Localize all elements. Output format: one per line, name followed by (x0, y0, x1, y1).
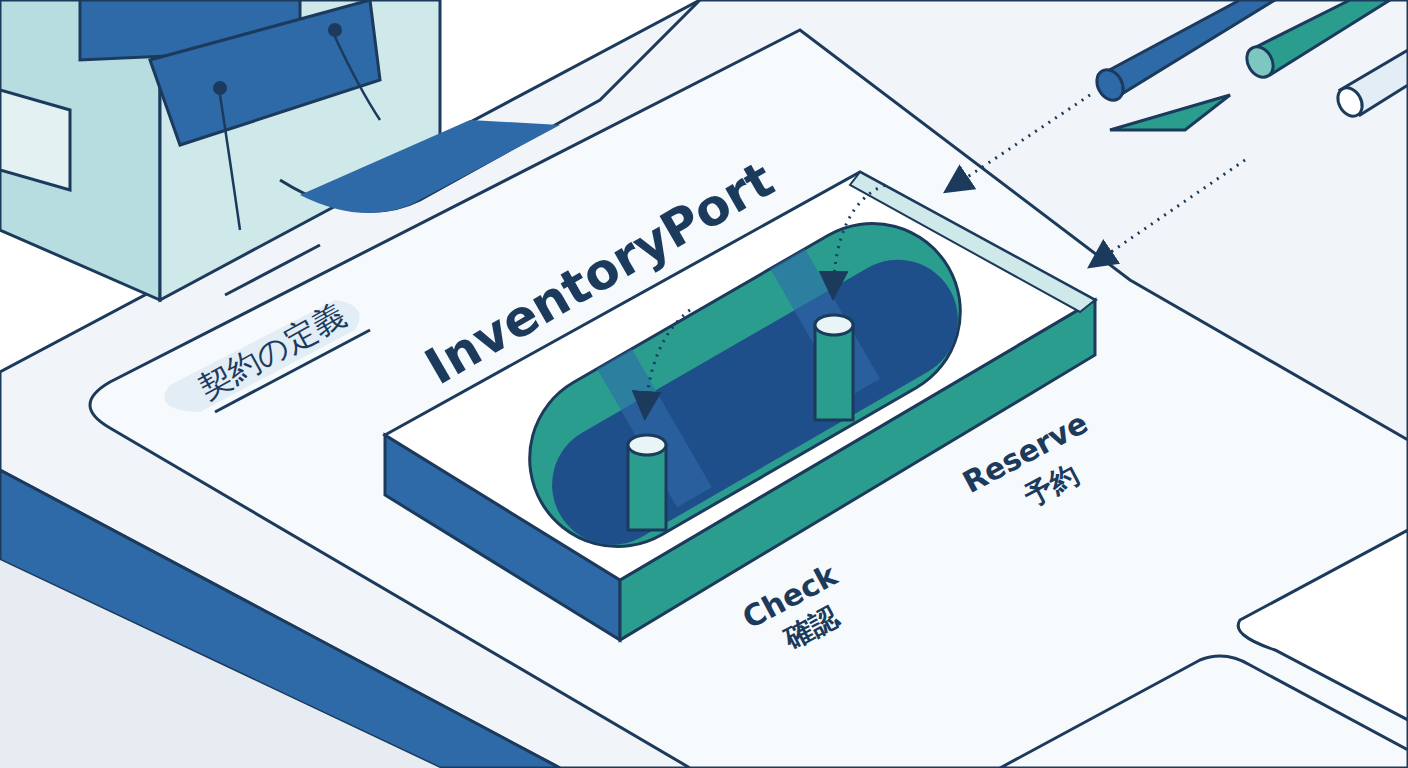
stage: InventoryPort契約の定義Reserve予約Check確認 (0, 0, 1408, 768)
